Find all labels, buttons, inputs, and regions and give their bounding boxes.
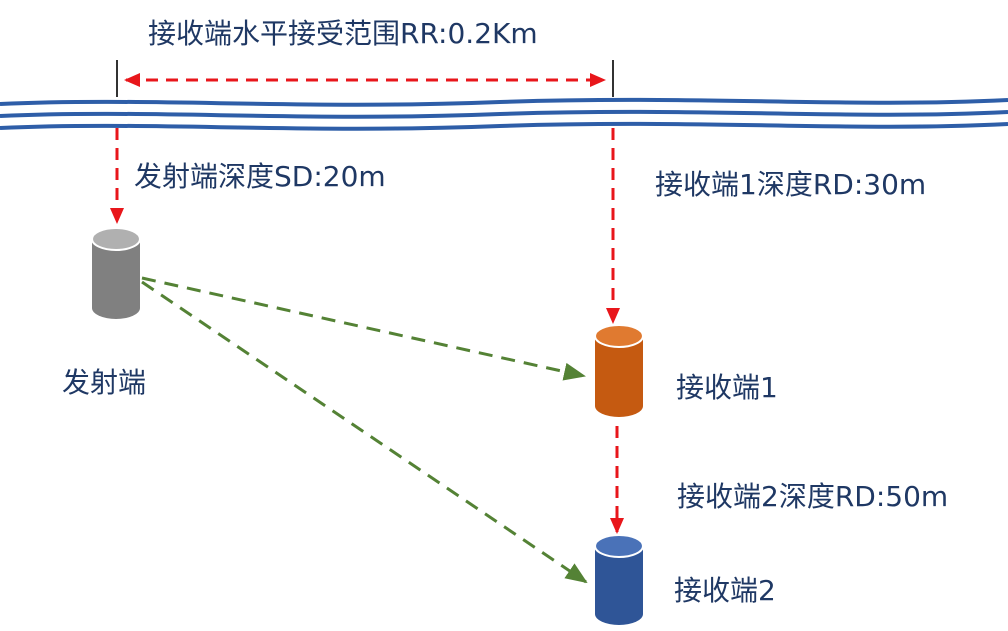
source-depth-label: 发射端深度SD:20m	[134, 160, 386, 193]
water-line-1	[0, 97, 1008, 107]
water-surface	[0, 97, 1008, 131]
receiver1-label: 接收端1	[676, 371, 778, 404]
source-cylinder	[91, 227, 141, 319]
receiver1-depth-label: 接收端1深度RD:30m	[655, 168, 926, 201]
path-to-receiver1	[141, 276, 586, 381]
water-line-2	[0, 109, 1008, 119]
source-label: 发射端	[62, 366, 146, 399]
receiver2-cylinder	[594, 534, 644, 625]
path-to-receiver2	[141, 280, 588, 584]
water-line-3	[0, 121, 1008, 131]
receiver2-depth-label: 接收端2深度RD:50m	[677, 480, 948, 513]
range-label: 接收端水平接受范围RR:0.2Km	[148, 17, 538, 50]
receiver2-label: 接收端2	[674, 574, 776, 607]
receiver1-cylinder	[594, 324, 644, 417]
